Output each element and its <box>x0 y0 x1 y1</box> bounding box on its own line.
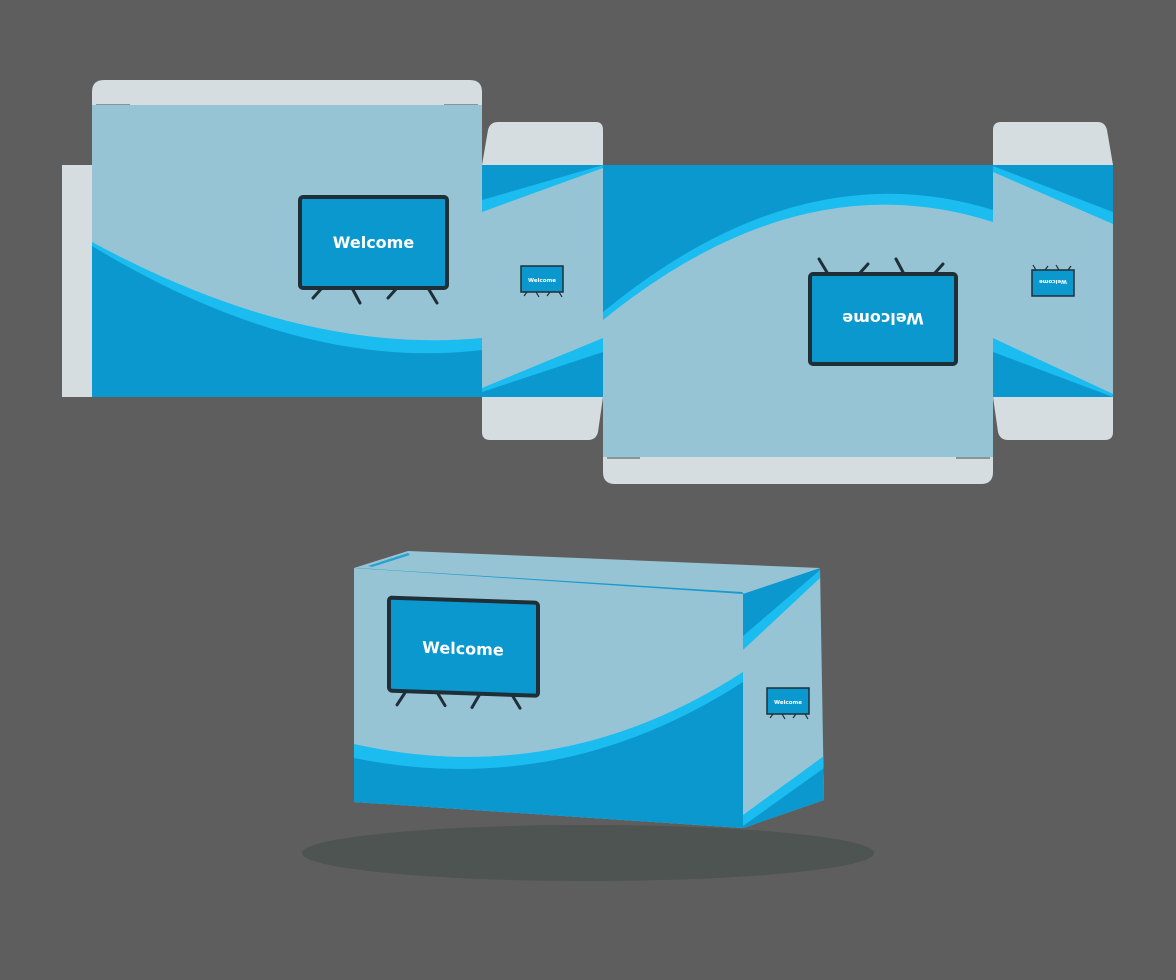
tv-icon: Welcome <box>808 257 958 366</box>
box-shadow <box>302 825 874 881</box>
tv-label: Welcome <box>774 700 802 706</box>
box-mockup: Welcome Welcome <box>302 551 874 881</box>
side-dust-flap-top-left <box>482 122 603 165</box>
top-tuck-flap <box>92 80 482 105</box>
tv-icon: Welcome <box>1031 264 1075 297</box>
side-dust-flap-top-right <box>993 122 1113 165</box>
box-dieline: Welcome Welcome Welcome <box>62 80 1113 484</box>
box-side-face <box>743 568 824 828</box>
tv-icon: Welcome <box>520 265 564 298</box>
tv-icon: Welcome <box>298 195 449 305</box>
tv-label: Welcome <box>422 638 504 660</box>
tv-label: Welcome <box>528 278 556 284</box>
side-dust-flap-bottom-right <box>993 397 1113 440</box>
bottom-tuck-flap <box>603 457 993 484</box>
glue-flap <box>62 165 92 397</box>
tv-label: Welcome <box>1039 278 1067 284</box>
box-top-face <box>354 551 820 594</box>
tv-icon: Welcome <box>766 687 810 720</box>
side-dust-flap-bottom-left <box>482 397 603 440</box>
tv-label: Welcome <box>333 233 415 252</box>
tv-icon: Welcome <box>387 595 540 710</box>
tv-label: Welcome <box>842 309 924 328</box>
